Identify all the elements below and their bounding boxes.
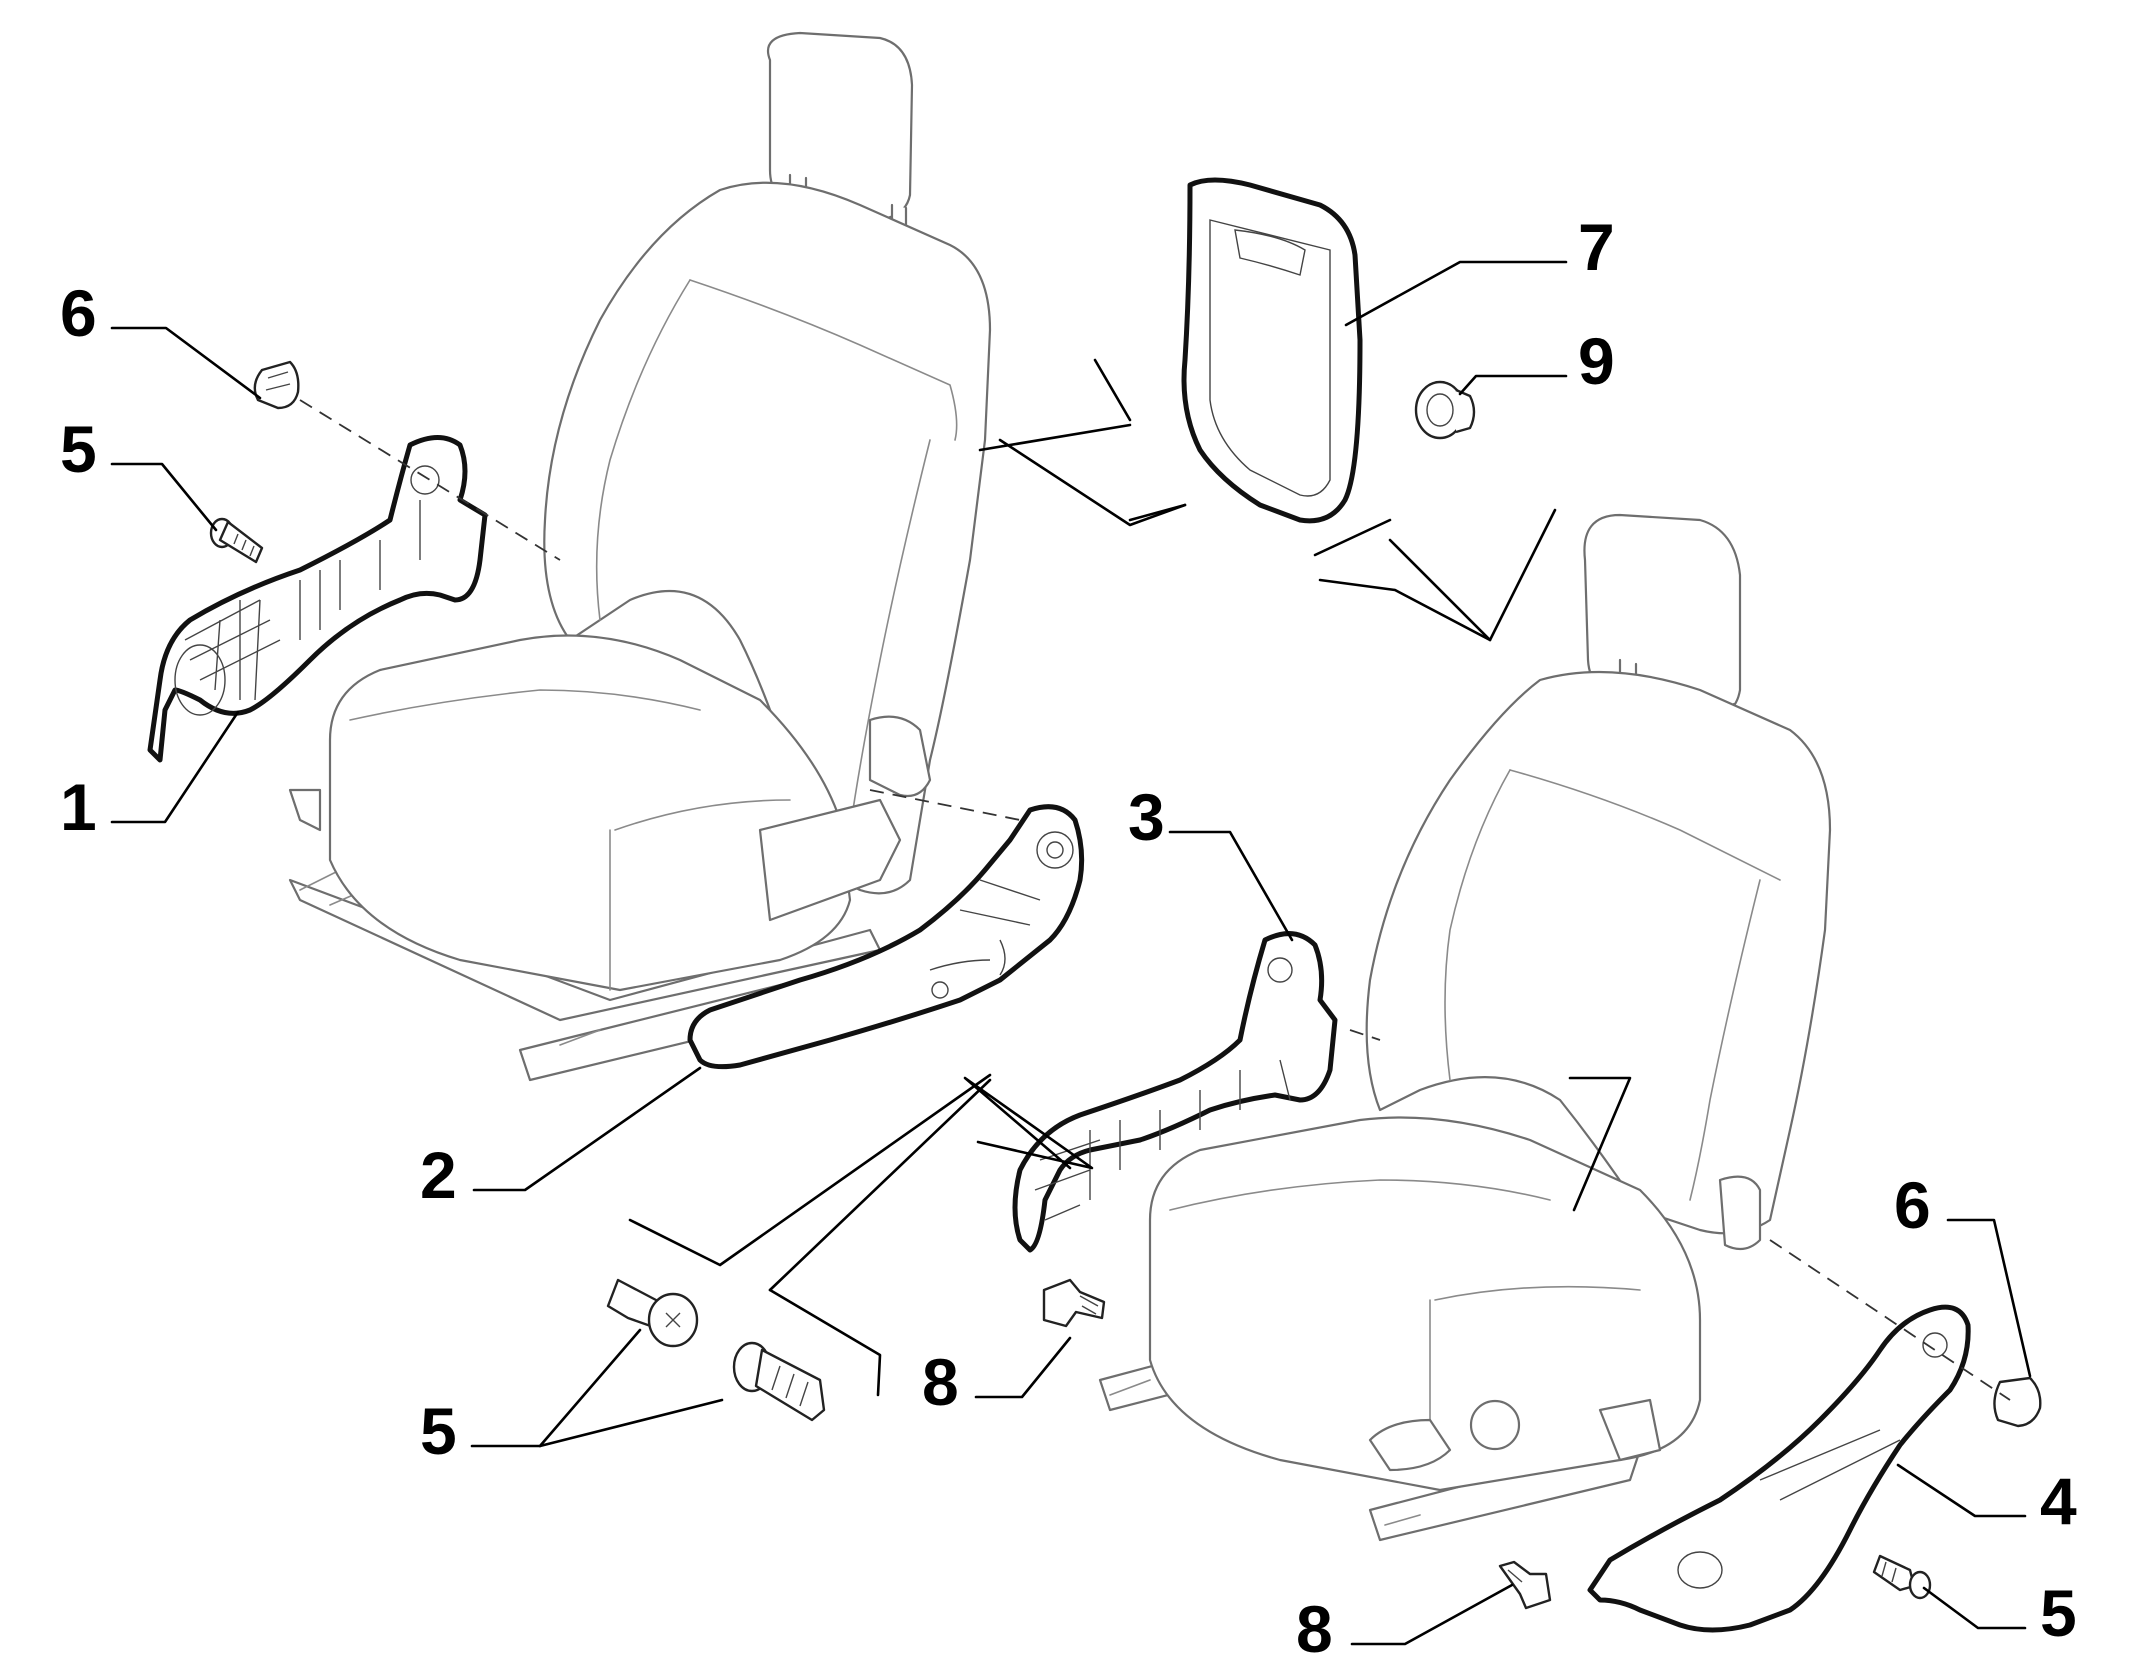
cap-part-6-right (1993, 1376, 2042, 1428)
leader-lines (110, 260, 2032, 1646)
side-trim-part-2 (687, 804, 1085, 1070)
right-seat (1098, 513, 1832, 1542)
callout-labels: 1 2 3 4 5 5 5 6 6 7 8 8 9 (60, 210, 2077, 1666)
callout-9: 9 (1578, 324, 1615, 398)
callout-6-right: 6 (1894, 1168, 1931, 1242)
callout-3: 3 (1128, 780, 1165, 854)
left-seat (288, 31, 992, 1082)
screw-part-5-topleft (209, 517, 264, 564)
side-trim-part-3 (1012, 931, 1338, 1253)
callout-5-bottom: 5 (420, 1394, 457, 1468)
callout-5-topleft: 5 (60, 412, 97, 486)
screw-part-5-right (1872, 1554, 1932, 1600)
callout-1: 1 (60, 770, 97, 844)
backrest-panel-part-7 (1181, 177, 1363, 524)
screw-part-5-b (732, 1341, 826, 1422)
callout-8-lower: 8 (1296, 1592, 1333, 1666)
callout-6-left: 6 (60, 276, 97, 350)
clip-part-8-upper (1042, 1278, 1106, 1328)
callout-8-upper: 8 (922, 1345, 959, 1419)
callout-4: 4 (2040, 1464, 2077, 1538)
assembly-axes (299, 399, 2011, 1401)
screw-part-5-a (606, 1278, 699, 1348)
callout-7: 7 (1578, 210, 1615, 284)
clip-part-8-lower (1498, 1560, 1552, 1610)
side-trim-part-4 (1587, 1304, 1971, 1633)
callout-5-right: 5 (2040, 1576, 2077, 1650)
grommet-part-9 (1414, 380, 1476, 440)
callout-2: 2 (420, 1138, 457, 1212)
cap-part-6-left (253, 360, 300, 410)
